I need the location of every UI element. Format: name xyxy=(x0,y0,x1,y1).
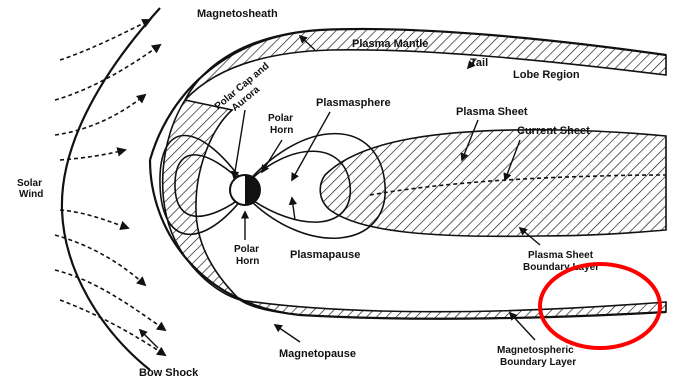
label-magnetopause: Magnetopause xyxy=(279,348,356,360)
label-magnetosheath: Magnetosheath xyxy=(197,8,278,20)
label-bow-shock: Bow Shock xyxy=(139,367,199,377)
label-current-sheet: Current Sheet xyxy=(517,125,590,137)
label-polar-horn-bottom-1: Polar xyxy=(234,244,259,255)
plasma-sheet-region xyxy=(320,130,666,237)
label-polar-horn-bottom-2: Horn xyxy=(236,256,259,267)
magnetospheric-boundary-layer-band xyxy=(240,300,666,319)
earth-icon xyxy=(230,175,260,205)
dayside-boundary-layer xyxy=(163,100,240,300)
label-plasmasphere: Plasmasphere xyxy=(316,97,391,109)
label-tail: Tail xyxy=(470,57,488,69)
label-msbl-2: Boundary Layer xyxy=(500,357,576,368)
label-polar-horn-top-1: Polar xyxy=(268,113,293,124)
label-msbl-1: Magnetospheric xyxy=(497,345,574,356)
label-polar-horn-top-2: Horn xyxy=(270,125,293,136)
label-plasmapause: Plasmapause xyxy=(290,249,360,261)
label-solar-wind-1: Solar xyxy=(17,178,42,189)
label-lobe-region: Lobe Region xyxy=(513,69,580,81)
label-plasma-sheet: Plasma Sheet xyxy=(456,106,528,118)
label-psbl-1: Plasma Sheet xyxy=(528,250,594,261)
label-plasma-mantle: Plasma Mantle xyxy=(352,38,428,50)
label-solar-wind-2: Wind xyxy=(19,189,43,200)
